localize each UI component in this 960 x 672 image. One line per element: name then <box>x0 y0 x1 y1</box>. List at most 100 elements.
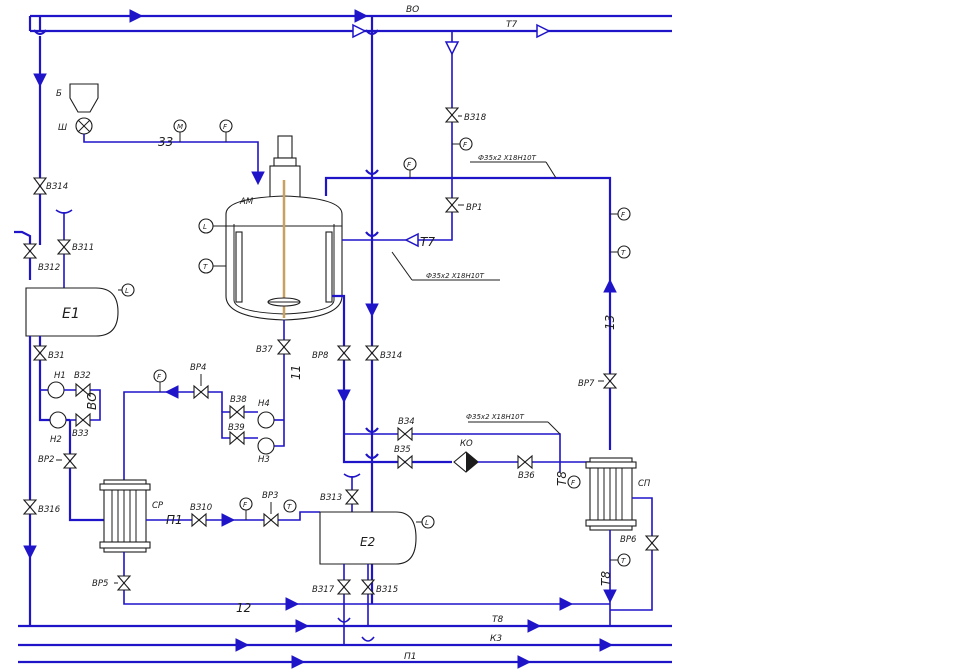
valve-vr6[interactable] <box>644 535 660 551</box>
valve-v318[interactable] <box>444 107 460 123</box>
valve-v316[interactable] <box>22 499 38 515</box>
flow-arrow <box>559 597 574 611</box>
instrument-label: F <box>621 211 626 219</box>
valve-v313[interactable] <box>344 489 360 505</box>
valve-v312[interactable] <box>22 243 38 259</box>
valve-vr5[interactable] <box>116 575 132 591</box>
valve-v36[interactable] <box>517 454 533 470</box>
instrument-t <box>283 499 297 513</box>
valve-label: ВЗ14 <box>46 182 68 192</box>
equipment-label-e1: Е1 <box>62 306 80 322</box>
instrument-label: M <box>177 123 183 131</box>
valve-v35[interactable] <box>397 454 413 470</box>
valve-v32[interactable] <box>75 382 91 398</box>
valve-label: ВР4 <box>190 363 206 373</box>
valve-v310[interactable] <box>191 512 207 528</box>
flow-arrow <box>352 23 367 39</box>
left-section: ВЗ14 ВЗ12 ВЗ11 Е1 L ВЗ1 Н1 Н2 ВЗ2 ВЗ3 ВО <box>14 16 135 626</box>
pump-n4[interactable] <box>257 411 275 429</box>
valve-vr1[interactable] <box>444 197 460 213</box>
stream-label-p1: П1 <box>404 652 417 662</box>
equipment-label: Н1 <box>54 371 66 381</box>
valve-label: ВЗ7 <box>256 345 273 355</box>
valve-label: ВЗ18 <box>464 113 487 123</box>
pump-n1[interactable] <box>47 381 65 399</box>
equipment-label: Н4 <box>258 399 270 409</box>
flow-arrow <box>444 41 460 56</box>
instrument-label: F <box>407 161 412 169</box>
valve-vr4[interactable] <box>193 384 209 400</box>
stream-label-t8: Т8 <box>492 615 503 625</box>
stream-label-k3: К3 <box>490 634 502 644</box>
stream-label-t8-cooler: Т8 <box>555 471 569 486</box>
flow-arrow <box>365 303 379 318</box>
instrument-label: F <box>157 373 162 381</box>
heat-exchanger-sp[interactable] <box>589 457 633 531</box>
heat-exchanger-sr[interactable] <box>103 479 147 553</box>
valve-v31[interactable] <box>32 345 48 361</box>
instrument-f <box>239 497 253 511</box>
equipment-label-e2: Е2 <box>360 535 375 549</box>
valve-label: ВР6 <box>620 535 637 545</box>
valve-vr3[interactable] <box>263 512 279 528</box>
flow-arrow <box>603 278 617 293</box>
tank-e2[interactable] <box>319 511 417 565</box>
equipment-label-sh: Ш <box>58 123 67 133</box>
valve-vr8[interactable] <box>336 345 352 361</box>
valve-label: ВЗ8 <box>230 395 247 405</box>
reactor-am: АМ L T ВЗ7 11 <box>198 135 343 410</box>
instrument-m <box>173 119 187 133</box>
valve-label: ВЗ11 <box>72 243 94 253</box>
stream-label-13: 13 <box>603 315 617 330</box>
flow-arrow <box>33 73 47 88</box>
flow-arrow <box>517 655 532 669</box>
tank-e1[interactable] <box>25 287 119 337</box>
valve-label: ВЗ15 <box>376 585 398 595</box>
instrument-f <box>153 369 167 383</box>
instrument-f <box>567 475 581 489</box>
valve-label: ВЗ2 <box>74 371 91 381</box>
valve-label: ВР7 <box>578 379 595 389</box>
valve-vr2[interactable] <box>62 453 78 469</box>
flow-arrow <box>251 171 265 186</box>
valve-v315[interactable] <box>360 579 376 595</box>
valve-label: ВЗ6 <box>518 471 535 481</box>
valve-v37[interactable] <box>276 339 292 355</box>
equipment-label: Н2 <box>50 435 62 445</box>
cooler-sr: СР П1 ВЗ10 F ВР3 T ВР5 12 <box>92 479 610 615</box>
stream-label-t7-reactor: Т7 <box>420 235 435 249</box>
valve-v314-left[interactable] <box>32 177 48 195</box>
flow-arrow <box>23 545 37 560</box>
valve-v317[interactable] <box>336 579 352 595</box>
valve-label: ВЗ5 <box>394 445 411 455</box>
valve-label: ВЗ12 <box>38 263 60 273</box>
instrument-label: L <box>203 223 207 231</box>
flow-arrow <box>603 589 617 604</box>
valve-v311[interactable] <box>56 239 72 255</box>
flow-arrow <box>337 389 351 404</box>
valve-v39[interactable] <box>229 430 245 446</box>
bunker-b[interactable] <box>69 83 99 113</box>
stream-label-t7: Т7 <box>506 20 517 30</box>
valve-v38[interactable] <box>229 404 245 420</box>
pipe-spec-reactor: Ф35х2 Х18Н10Т <box>426 272 485 280</box>
valve-label: ВЗ3 <box>72 429 89 439</box>
valve-v34[interactable] <box>397 426 413 442</box>
equipment-label-b: Б <box>56 89 62 99</box>
equipment-label-sp: СП <box>638 479 651 489</box>
instrument-t <box>617 245 631 259</box>
instrument-label: T <box>621 249 626 257</box>
valve-label: ВЗ17 <box>312 585 335 595</box>
pump-n3[interactable] <box>257 437 275 455</box>
instrument-label: T <box>203 263 208 271</box>
instrument-label: L <box>125 287 129 295</box>
stream-label-12: 12 <box>236 601 251 615</box>
instrument-label: L <box>425 519 429 527</box>
pipe-spec-filter: Ф35х2 Х18Н10Т <box>466 413 525 421</box>
valve-v33[interactable] <box>75 412 91 428</box>
valve-v314-mid[interactable] <box>364 345 380 361</box>
valve-vr7[interactable] <box>602 373 618 389</box>
valve-label: ВР8 <box>312 351 329 361</box>
pump-n2[interactable] <box>49 411 67 429</box>
